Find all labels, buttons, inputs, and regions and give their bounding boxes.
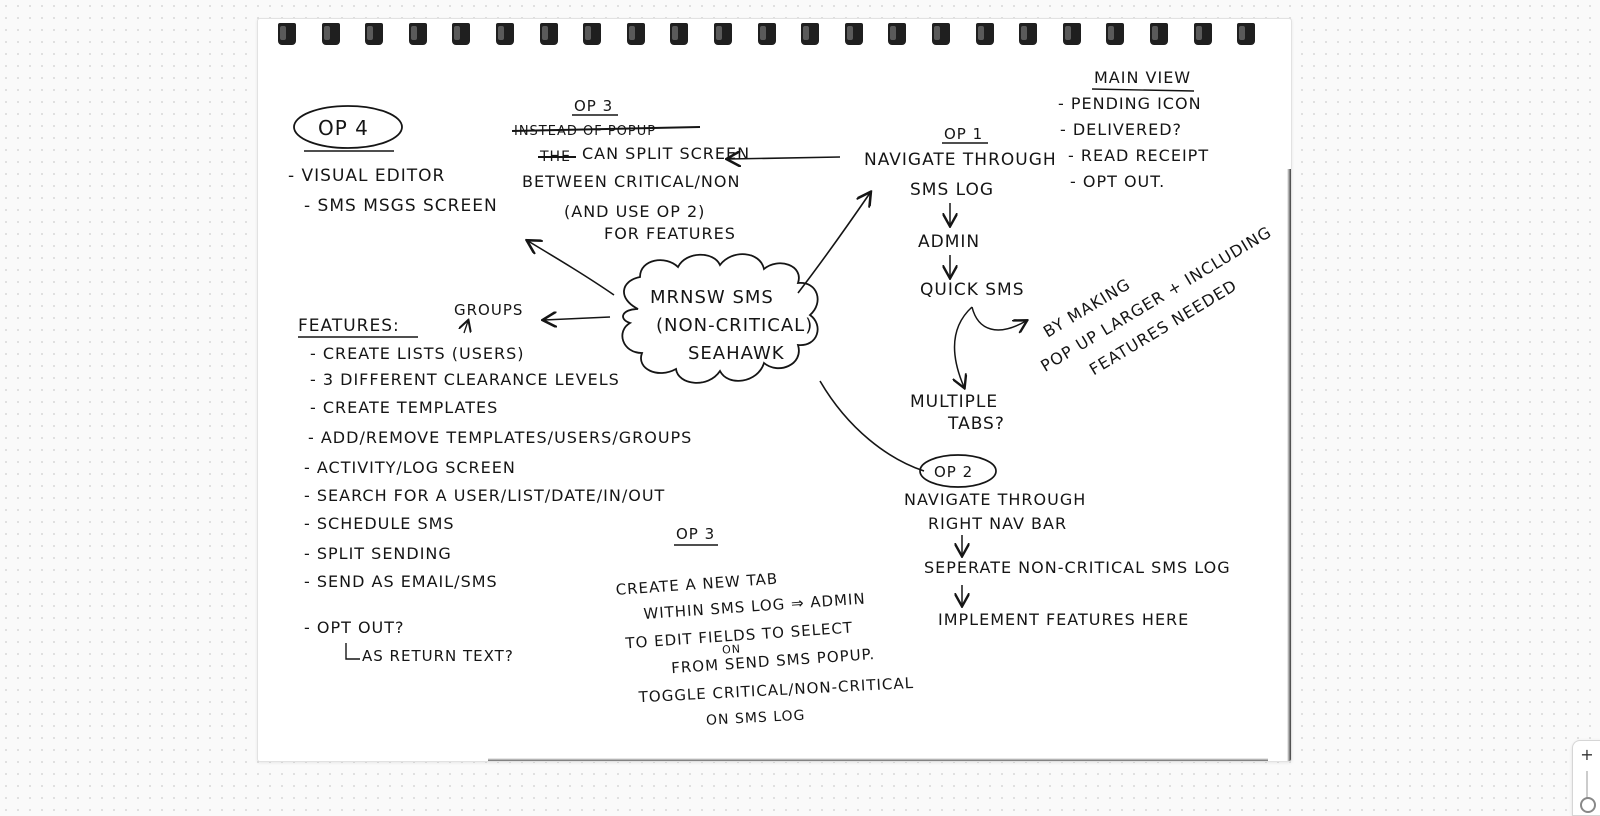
binding-ring	[1193, 23, 1212, 45]
features-groups-note: GROUPS	[454, 301, 523, 319]
binding-ring	[626, 23, 645, 45]
binding-ring	[714, 23, 732, 45]
binding-ring	[975, 23, 994, 45]
arrow-to-features	[544, 317, 611, 320]
op3-top-line-4: FOR FEATURES	[604, 224, 736, 243]
op2-circle	[919, 454, 997, 488]
op3-bottom-heading: OP 3	[676, 525, 715, 543]
zoom-slider-track[interactable]	[1586, 771, 1588, 807]
op1-heading: OP 1	[944, 125, 983, 143]
feature-item-3: - CREATE TEMPLATES	[310, 398, 498, 417]
binding-ring	[496, 23, 514, 45]
by-making-line-2: POP UP LARGER + INCLUDING	[1037, 222, 1275, 375]
binding-ring	[452, 23, 471, 45]
main-view-heading: MAIN VIEW	[1094, 68, 1191, 87]
feature-item-4: - ADD/REMOVE TEMPLATES/USERS/GROUPS	[308, 428, 692, 447]
center-line-1: MRNSW SMS	[650, 287, 774, 308]
center-cloud	[621, 253, 819, 384]
main-view-item-1: - PENDING ICON	[1058, 94, 1202, 113]
op1-branch-line-2: TABS?	[947, 414, 1005, 434]
binding-ring	[1106, 23, 1125, 45]
op2-line-1: NAVIGATE THROUGH	[904, 490, 1086, 509]
binding-ring	[408, 23, 427, 45]
op4-line-2: - SMS MSGS SCREEN	[304, 196, 498, 216]
feature-item-2: - 3 DIFFERENT CLEARANCE LEVELS	[310, 370, 620, 389]
center-line-3: SEAHAWK	[688, 343, 785, 364]
arrow-to-op2	[819, 380, 925, 472]
op3-bottom-line-5: TOGGLE CRITICAL/NON-CRITICAL	[637, 674, 914, 706]
binding-ring	[801, 23, 820, 45]
op1-flow-1: ADMIN	[918, 232, 980, 252]
feature-item-5: - ACTIVITY/LOG SCREEN	[304, 458, 516, 477]
op3-bottom-line-1: CREATE A NEW TAB	[615, 570, 779, 599]
zoom-control: +	[1572, 740, 1600, 816]
main-view-item-2: - DELIVERED?	[1060, 120, 1182, 139]
op1-line-2: SMS LOG	[910, 180, 994, 200]
binding-ring	[670, 23, 689, 45]
op2-flow-2: IMPLEMENT FEATURES HERE	[938, 610, 1189, 629]
main-view-item-4: - OPT OUT.	[1070, 172, 1165, 191]
main-view-item-3: - READ RECEIPT	[1068, 146, 1209, 165]
op2-line-2: RIGHT NAV BAR	[928, 514, 1067, 533]
op1-flow-2: QUICK SMS	[920, 280, 1025, 300]
binding-ring	[1150, 23, 1168, 45]
op4-line-1: - VISUAL EDITOR	[288, 166, 445, 186]
arrow-to-op3-top	[728, 157, 841, 159]
op3-top-line-2: BETWEEN CRITICAL/NON	[522, 172, 740, 191]
center-line-2: (NON-CRITICAL)	[656, 315, 813, 336]
op3-bottom-line-6: ON SMS LOG	[706, 708, 806, 729]
op3-bottom-line-4: FROM SEND SMS POPUP.	[671, 645, 876, 677]
ink-layer: OP 4 - VISUAL EDITOR - SMS MSGS SCREEN O…	[288, 68, 1275, 729]
page-shadow	[1287, 169, 1291, 761]
binding-ring	[539, 23, 558, 45]
page-bottom-shadow	[488, 758, 1268, 761]
binding-ring	[888, 23, 907, 45]
binding-ring	[1062, 23, 1081, 45]
binding-ring	[844, 23, 863, 45]
op3-top-heading: OP 3	[574, 97, 613, 115]
op4-heading: OP 4	[318, 116, 369, 140]
feature-item-8: - SPLIT SENDING	[304, 544, 452, 563]
binding-ring	[365, 23, 384, 45]
op3-bottom-on-note: ON	[722, 642, 742, 656]
binding-ring	[278, 23, 296, 45]
arrow-to-op4	[528, 241, 615, 296]
op2-heading: OP 2	[934, 463, 973, 481]
features-heading: FEATURES:	[298, 316, 400, 336]
feature-opt-out-sub: AS RETURN TEXT?	[362, 647, 514, 665]
op4-circle	[293, 105, 403, 149]
sketch-page: OP 4 - VISUAL EDITOR - SMS MSGS SCREEN O…	[257, 18, 1292, 762]
op3-top-line-1: CAN SPLIT SCREEN	[582, 144, 750, 163]
feature-item-9: - SEND AS EMAIL/SMS	[304, 572, 498, 591]
binding-ring	[932, 23, 950, 45]
binding-ring	[321, 23, 340, 45]
spiral-binding	[258, 19, 1291, 49]
feature-item-7: - SCHEDULE SMS	[304, 514, 455, 533]
zoom-in-button[interactable]: +	[1580, 745, 1594, 764]
feature-item-6: - SEARCH FOR A USER/LIST/DATE/IN/OUT	[304, 486, 665, 505]
binding-ring	[1019, 23, 1038, 45]
feature-opt-out: - OPT OUT?	[304, 618, 405, 637]
op2-flow-1: SEPERATE NON-CRITICAL SMS LOG	[924, 558, 1231, 577]
binding-ring	[583, 23, 602, 45]
arrow-to-op1	[797, 193, 870, 294]
feature-item-1: - CREATE LISTS (USERS)	[310, 344, 524, 363]
op3-top-line-3: (AND USE OP 2)	[564, 202, 705, 221]
binding-ring	[1237, 23, 1256, 45]
op1-branch-line-1: MULTIPLE	[910, 392, 998, 412]
binding-ring	[757, 23, 776, 45]
op1-line-1: NAVIGATE THROUGH	[864, 150, 1057, 170]
zoom-slider-handle[interactable]	[1580, 797, 1596, 813]
